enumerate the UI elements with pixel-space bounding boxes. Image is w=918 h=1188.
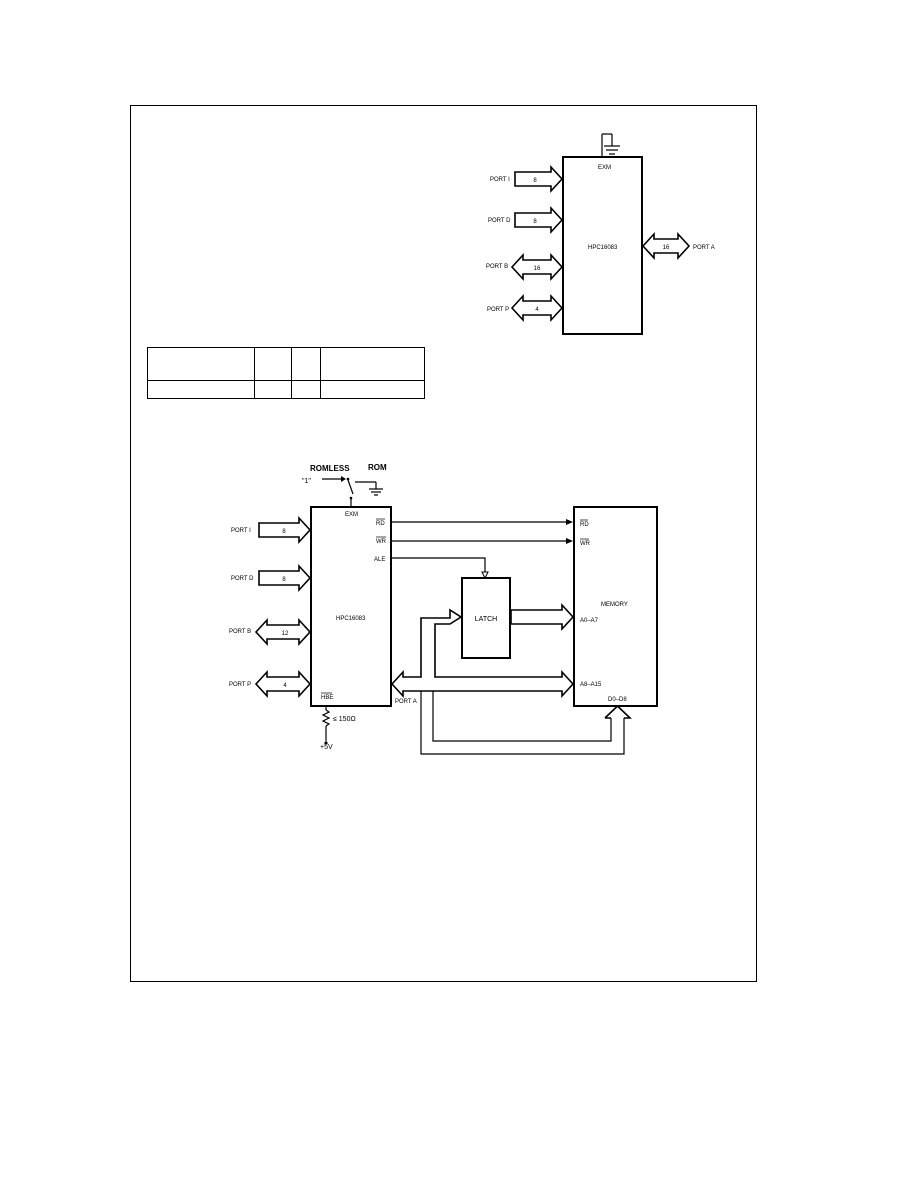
- port-b-label: PORT B: [229, 629, 251, 635]
- rd-arrowhead-icon: [566, 519, 573, 525]
- cpu-block: [310, 506, 392, 707]
- table-cell: [291, 347, 321, 381]
- ground-icon: [601, 133, 620, 157]
- port-b-arrow-icon: [510, 252, 564, 282]
- table-cell: [254, 380, 292, 399]
- latch-to-memory-arrow-icon: [510, 602, 575, 632]
- port-b-label: PORT B: [486, 264, 508, 270]
- memory-wr-label: WR: [580, 541, 591, 547]
- port-b-arrow-icon: [254, 617, 312, 647]
- wr-pin-label: WR: [376, 539, 387, 545]
- port-a-width: 16: [663, 245, 670, 251]
- wr-arrowhead-icon: [566, 538, 573, 544]
- chip-label: HPC16083: [588, 245, 618, 251]
- port-p-arrow-icon: [254, 669, 312, 699]
- data-bus-outer-line: [420, 691, 625, 755]
- table-cell: [254, 347, 292, 381]
- latch-block: [461, 577, 511, 659]
- diagram-romless-system: ROMLESS ROM "1" EXM RD WR ALE HPC16083 H…: [229, 463, 658, 755]
- port-i-arrow-icon: [514, 164, 564, 194]
- table-cell: [320, 380, 425, 399]
- memory-block: [573, 506, 658, 707]
- address-bus-arrow-icon: [390, 608, 575, 699]
- resistor-icon: [321, 706, 331, 745]
- diagram-single-chip: EXM HPC16083 8 PORT I 8 PORT D 16 PORT B…: [486, 133, 715, 335]
- port-p-arrow-icon: [510, 293, 564, 323]
- port-d-arrow-icon: [258, 563, 312, 593]
- port-i-width: 8: [533, 178, 537, 184]
- table-cell: [147, 347, 255, 381]
- ale-arrowhead-icon: [481, 571, 489, 580]
- vcc-label: +5V: [320, 744, 333, 751]
- port-p-label: PORT P: [487, 307, 509, 313]
- cpu-chip-label: HPC16083: [336, 616, 366, 622]
- table-cell: [291, 380, 321, 399]
- table-cell: [320, 347, 425, 381]
- ground-icon: [355, 481, 383, 496]
- latch-label: LATCH: [475, 616, 497, 623]
- rom-label: ROM: [368, 463, 387, 472]
- port-i-width: 8: [282, 529, 286, 535]
- page-frame: [130, 105, 757, 982]
- port-a-arrow-icon: [641, 231, 691, 261]
- ale-pin-label: ALE: [374, 557, 385, 563]
- exm-pin-label: EXM: [345, 512, 358, 518]
- ale-signal-line: [391, 557, 486, 572]
- port-p-width: 4: [535, 307, 539, 313]
- memory-title: MEMORY: [601, 602, 628, 608]
- table-cell: [147, 380, 255, 399]
- chip-block: [562, 156, 643, 335]
- port-d-label: PORT D: [488, 218, 511, 224]
- port-d-label: PORT D: [231, 576, 254, 582]
- romless-label: ROMLESS: [310, 464, 350, 473]
- memory-addr-low-label: A0–A7: [580, 618, 599, 624]
- table-row: [147, 347, 425, 381]
- resistor-value-label: ≤ 150Ω: [333, 716, 356, 723]
- port-b-width: 16: [534, 266, 541, 272]
- port-d-width: 8: [533, 219, 537, 225]
- rd-pin-label: RD: [376, 521, 385, 527]
- port-a-label: PORT A: [693, 245, 715, 251]
- port-p-width: 4: [283, 683, 287, 689]
- memory-data-label: D0–D8: [608, 697, 627, 703]
- port-d-width: 8: [282, 577, 286, 583]
- port-a-label: PORT A: [395, 699, 417, 705]
- data-bus-arrowhead-icon: [604, 704, 632, 719]
- memory-addr-high-label: A8–A15: [580, 682, 602, 688]
- mode-switch-icon: [322, 476, 354, 507]
- hbe-pin-label: HBE: [321, 695, 333, 701]
- empty-table: [147, 347, 425, 399]
- port-p-label: PORT P: [229, 682, 251, 688]
- port-b-width: 12: [282, 631, 289, 637]
- port-i-label: PORT I: [231, 528, 251, 534]
- table-row: [147, 380, 425, 399]
- port-d-arrow-icon: [514, 205, 564, 235]
- logic-one-label: "1": [302, 478, 311, 485]
- port-i-label: PORT I: [490, 177, 510, 183]
- data-bus-inner-line: [432, 691, 612, 742]
- exm-pin-label: EXM: [598, 165, 611, 171]
- port-i-arrow-icon: [258, 515, 312, 545]
- memory-rd-label: RD: [580, 522, 589, 528]
